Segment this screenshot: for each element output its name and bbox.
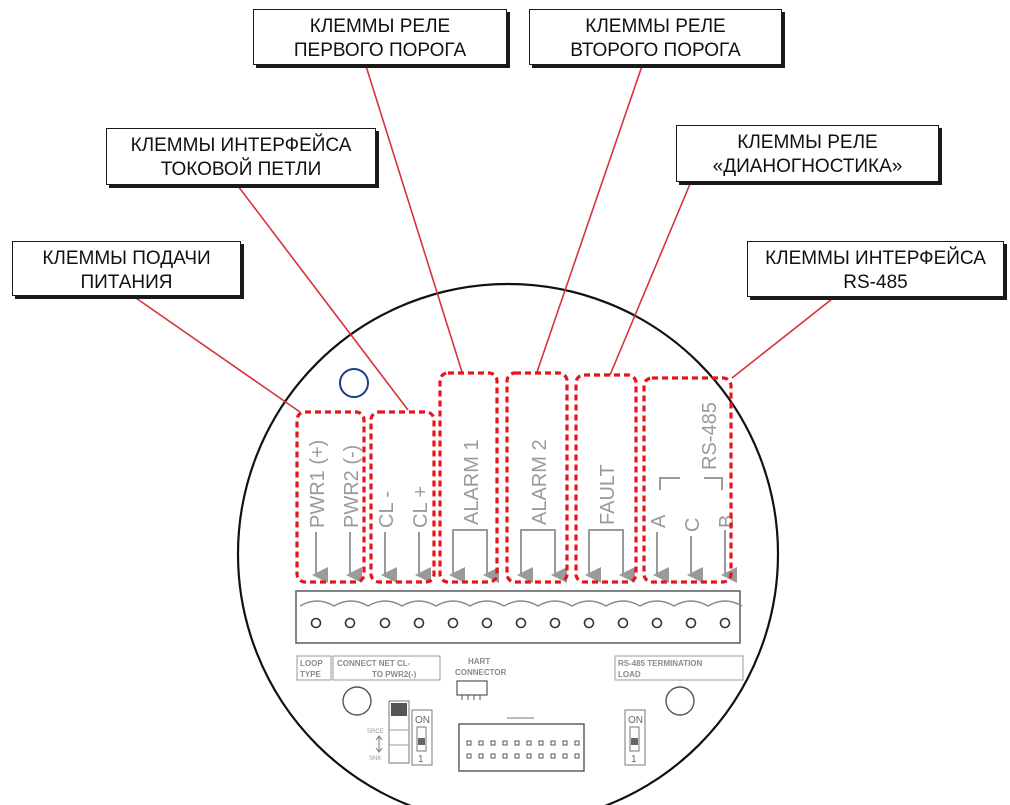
callout-loop-line1: КЛЕММЫ ИНТЕРФЕЙСА xyxy=(130,135,352,156)
callout-diagnostic: КЛЕММЫ РЕЛЕ «ДИАНОГНОСТИКА» xyxy=(676,125,939,182)
dip-num-left: 1 xyxy=(418,754,424,765)
terminal-labels: PWR1 (+) PWR2 (-) CL - CL + ALARM 1 ALAR… xyxy=(307,402,738,532)
loop-type-line2: TYPE xyxy=(300,670,322,679)
leader-loop xyxy=(237,185,409,411)
ribbon-connector xyxy=(458,723,585,772)
callout-rs485: КЛЕММЫ ИНТЕРФЕЙСА RS-485 xyxy=(747,241,1004,297)
callout-power-line2: ПИТАНИЯ xyxy=(80,272,173,293)
callout-relay2: КЛЕММЫ РЕЛЕ ВТОРОГО ПОРОГА xyxy=(529,9,782,65)
label-rs-a: A xyxy=(648,514,670,528)
callout-loop: КЛЕММЫ ИНТЕРФЕЙСА ТОКОВОЙ ПЕТЛИ xyxy=(106,128,376,185)
terminal-leads xyxy=(312,477,737,583)
callout-relay1-line2: ПЕРВОГО ПОРОГА xyxy=(293,40,467,61)
connect-net-line1: CONNECT NET CL- xyxy=(337,659,411,668)
callout-relay1-line1: КЛЕММЫ РЕЛЕ xyxy=(309,16,451,37)
highlight-loop xyxy=(369,410,436,584)
leader-power xyxy=(132,295,301,413)
lower-board: LOOP TYPE CONNECT NET CL- TO PWR2(-) HAR… xyxy=(296,655,744,772)
callout-relay1: КЛЕММЫ РЕЛЕ ПЕРВОГО ПОРОГА xyxy=(253,9,507,65)
label-rs-b: B xyxy=(716,515,738,528)
leader-relay1 xyxy=(365,65,463,373)
callout-loop-line2: ТОКОВОЙ ПЕТЛИ xyxy=(160,159,322,180)
rs485-term-line1: RS-485 TERMINATION xyxy=(618,659,703,668)
label-pwr2: PWR2 (-) xyxy=(341,445,363,528)
highlight-rs485 xyxy=(642,376,733,584)
leader-rs485 xyxy=(731,298,833,379)
label-alarm2: ALARM 2 xyxy=(529,439,551,525)
terminal-wave xyxy=(299,600,743,607)
hart-line2: CONNECTOR xyxy=(455,668,507,677)
highlight-boxes xyxy=(295,371,733,584)
hart-line1: HART xyxy=(468,657,490,666)
callout-power: КЛЕММЫ ПОДАЧИ ПИТАНИЯ xyxy=(12,241,241,296)
loop-type-box xyxy=(296,655,332,681)
callout-relay2-line2: ВТОРОГО ПОРОГА xyxy=(570,40,741,61)
mounting-hole xyxy=(339,368,369,398)
hart-connector xyxy=(456,680,488,696)
terminal-strip xyxy=(295,590,743,644)
dip-on-left: ON xyxy=(415,715,430,726)
rs485-term-box xyxy=(614,655,744,681)
connect-net-box xyxy=(332,655,441,681)
label-alarm1: ALARM 1 xyxy=(461,439,483,525)
label-rs485: RS-485 xyxy=(699,402,721,470)
label-rs-c: C xyxy=(682,518,704,532)
dip-on-right: ON xyxy=(628,715,643,726)
callout-rs485-line1: КЛЕММЫ ИНТЕРФЕЙСА xyxy=(765,248,986,269)
src-label: SRCE xyxy=(367,729,384,735)
rs485-term-line2: LOAD xyxy=(618,670,641,679)
dip-num-right: 1 xyxy=(631,754,637,765)
left-mount-hole xyxy=(342,686,372,716)
label-pwr1: PWR1 (+) xyxy=(307,440,329,528)
callout-power-line1: КЛЕММЫ ПОДАЧИ xyxy=(42,248,211,269)
leader-diagnostic xyxy=(609,183,691,376)
snk-label: SNK xyxy=(369,756,381,762)
highlight-alarm1 xyxy=(438,371,499,584)
label-cl-plus: CL + xyxy=(410,486,432,528)
loop-type-line1: LOOP xyxy=(300,659,323,668)
highlight-fault xyxy=(574,373,638,584)
highlight-alarm2 xyxy=(505,371,569,584)
highlight-power xyxy=(295,410,366,584)
terminal-block xyxy=(295,590,741,644)
terminal-screws xyxy=(310,617,731,629)
label-fault: FAULT xyxy=(597,464,619,525)
callout-diagnostic-line1: КЛЕММЫ РЕЛЕ xyxy=(737,132,878,153)
callout-diagnostic-line2: «ДИАНОГНОСТИКА» xyxy=(712,156,903,177)
callout-relay2-line1: КЛЕММЫ РЕЛЕ xyxy=(585,16,726,37)
leader-relay2 xyxy=(536,65,643,373)
loop-type-switch xyxy=(388,700,410,764)
label-cl-minus: CL - xyxy=(376,491,398,528)
right-mount-hole xyxy=(665,686,695,716)
connect-net-line2: TO PWR2(-) xyxy=(372,670,417,679)
callout-rs485-line2: RS-485 xyxy=(843,272,908,293)
leader-lines xyxy=(132,65,833,413)
